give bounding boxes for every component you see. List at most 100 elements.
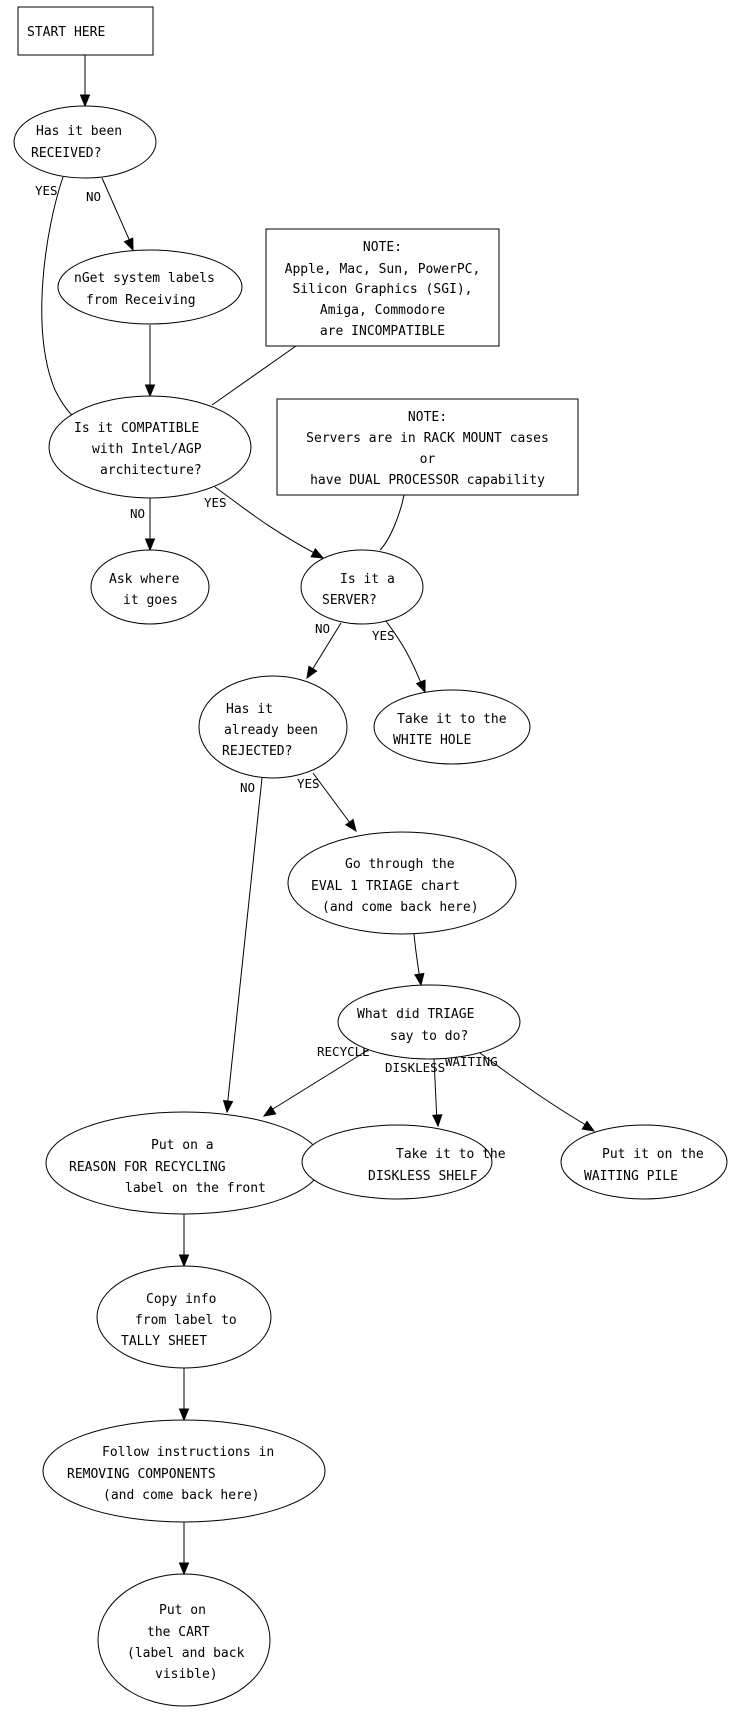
node-text-line: Servers are in RACK MOUNT cases bbox=[306, 431, 549, 446]
arrowhead-icon bbox=[123, 237, 134, 252]
node-text-line: Put it on the bbox=[602, 1147, 704, 1162]
node-text-line: REASON FOR RECYCLING bbox=[69, 1160, 226, 1175]
node-text-line: Is it a bbox=[340, 572, 395, 587]
node-text-line: say to do? bbox=[390, 1029, 468, 1044]
node-text-line: WHITE HOLE bbox=[393, 733, 471, 748]
node-text-line: WAITING PILE bbox=[584, 1169, 678, 1184]
edge-label: YES bbox=[297, 776, 320, 791]
arrowhead-icon bbox=[581, 1120, 596, 1132]
node-text-line: visible) bbox=[155, 1667, 218, 1682]
node-text-line: NOTE: bbox=[408, 410, 447, 425]
process-ellipse bbox=[373, 689, 531, 765]
arrowhead-icon bbox=[344, 818, 357, 833]
node-text-line: or bbox=[420, 452, 436, 467]
node-text-line: Apple, Mac, Sun, PowerPC, bbox=[285, 262, 481, 277]
node-text-line: already been bbox=[224, 723, 318, 738]
connector-line bbox=[226, 777, 263, 1110]
arrowhead-icon bbox=[79, 94, 91, 108]
connector-line bbox=[385, 620, 424, 689]
node-text-line: RECEIVED? bbox=[31, 146, 101, 161]
process-ellipse bbox=[48, 395, 252, 499]
process-ellipse bbox=[42, 1419, 326, 1523]
note-box bbox=[265, 228, 500, 347]
edge-follow-to-cart bbox=[178, 1522, 190, 1576]
node-text-line: (and come back here) bbox=[103, 1488, 260, 1503]
edge-label: DISKLESS bbox=[385, 1060, 445, 1075]
edge-label: NO bbox=[86, 189, 101, 204]
edge-label: WAITING bbox=[445, 1054, 498, 1069]
connector-line bbox=[214, 486, 321, 557]
edge-compatible-to-ask: NO bbox=[130, 498, 156, 552]
arrowhead-icon bbox=[144, 384, 156, 398]
edge-label: YES bbox=[35, 183, 58, 198]
edge-server-to-rejected: NO bbox=[306, 621, 342, 680]
node-ask: Ask where it goes bbox=[90, 549, 210, 625]
process-ellipse bbox=[96, 1265, 272, 1369]
node-text-line: from Receiving bbox=[86, 293, 196, 308]
process-ellipse bbox=[90, 549, 210, 625]
edge-triage-to-waiting: WAITING bbox=[445, 1052, 596, 1132]
arrowhead-icon bbox=[310, 547, 325, 559]
edge-rejected-to-reason: NO bbox=[222, 777, 263, 1114]
arrowhead-icon bbox=[415, 679, 426, 694]
edge-start-to-received bbox=[79, 55, 91, 108]
node-text-line: with Intel/AGP bbox=[92, 442, 202, 457]
arrowhead-icon bbox=[414, 972, 425, 987]
edge-label: RECYCLE bbox=[317, 1044, 370, 1059]
edge-label: NO bbox=[240, 780, 255, 795]
edge-label: NO bbox=[315, 621, 330, 636]
node-text-line: START HERE bbox=[27, 25, 105, 40]
edge-copy-to-follow bbox=[178, 1368, 190, 1422]
process-ellipse bbox=[337, 984, 521, 1060]
edge-triage-to-reason: RECYCLE bbox=[262, 1044, 370, 1117]
edge-label: NO bbox=[130, 506, 145, 521]
node-text-line: it goes bbox=[123, 593, 178, 608]
node-text-line: TALLY SHEET bbox=[121, 1334, 207, 1349]
node-text-line: REJECTED? bbox=[222, 744, 292, 759]
edge-note1-to-compatible bbox=[211, 345, 297, 406]
node-text-line: the CART bbox=[147, 1625, 210, 1640]
edge-reason-to-copy bbox=[178, 1214, 190, 1268]
start-box bbox=[17, 6, 154, 56]
node-text-line: Ask where bbox=[109, 572, 180, 587]
connector-line bbox=[312, 772, 354, 828]
node-text-line: Amiga, Commodore bbox=[320, 303, 445, 318]
process-ellipse bbox=[287, 831, 517, 935]
node-text-line: DISKLESS SHELF bbox=[368, 1169, 478, 1184]
node-text-line: Put on a bbox=[151, 1138, 214, 1153]
edge-server-to-whitehole: YES bbox=[372, 620, 426, 694]
connector-line bbox=[101, 177, 133, 247]
edge-label: YES bbox=[372, 628, 395, 643]
node-text-line: are INCOMPATIBLE bbox=[320, 324, 445, 339]
node-text-line: Is it COMPATIBLE bbox=[74, 421, 199, 436]
connector-line bbox=[211, 345, 297, 406]
node-server: Is it a SERVER? bbox=[300, 549, 424, 625]
arrowhead-icon bbox=[222, 1100, 234, 1114]
node-text-line: from label to bbox=[135, 1313, 237, 1328]
edge-gothrough-to-triage bbox=[413, 933, 425, 987]
process-ellipse bbox=[97, 1573, 271, 1707]
edge-received-to-getlabels: NO bbox=[86, 177, 134, 252]
node-text-line: (and come back here) bbox=[322, 900, 479, 915]
process-ellipse bbox=[560, 1124, 728, 1200]
arrowhead-icon bbox=[144, 538, 156, 552]
connector-line bbox=[379, 494, 405, 551]
node-text-line: Has it been bbox=[36, 124, 122, 139]
node-text-line: SERVER? bbox=[322, 593, 377, 608]
edge-note2-to-server bbox=[379, 494, 405, 551]
node-text-line: Put on bbox=[159, 1603, 206, 1618]
connector-line bbox=[413, 933, 421, 981]
connector-line bbox=[433, 1058, 438, 1124]
node-text-line: Follow instructions in bbox=[102, 1445, 274, 1460]
node-text-line: Take it to the bbox=[396, 1147, 506, 1162]
node-start: START HERE bbox=[17, 6, 154, 56]
node-text-line: Go through the bbox=[345, 857, 455, 872]
note-box bbox=[276, 398, 579, 496]
